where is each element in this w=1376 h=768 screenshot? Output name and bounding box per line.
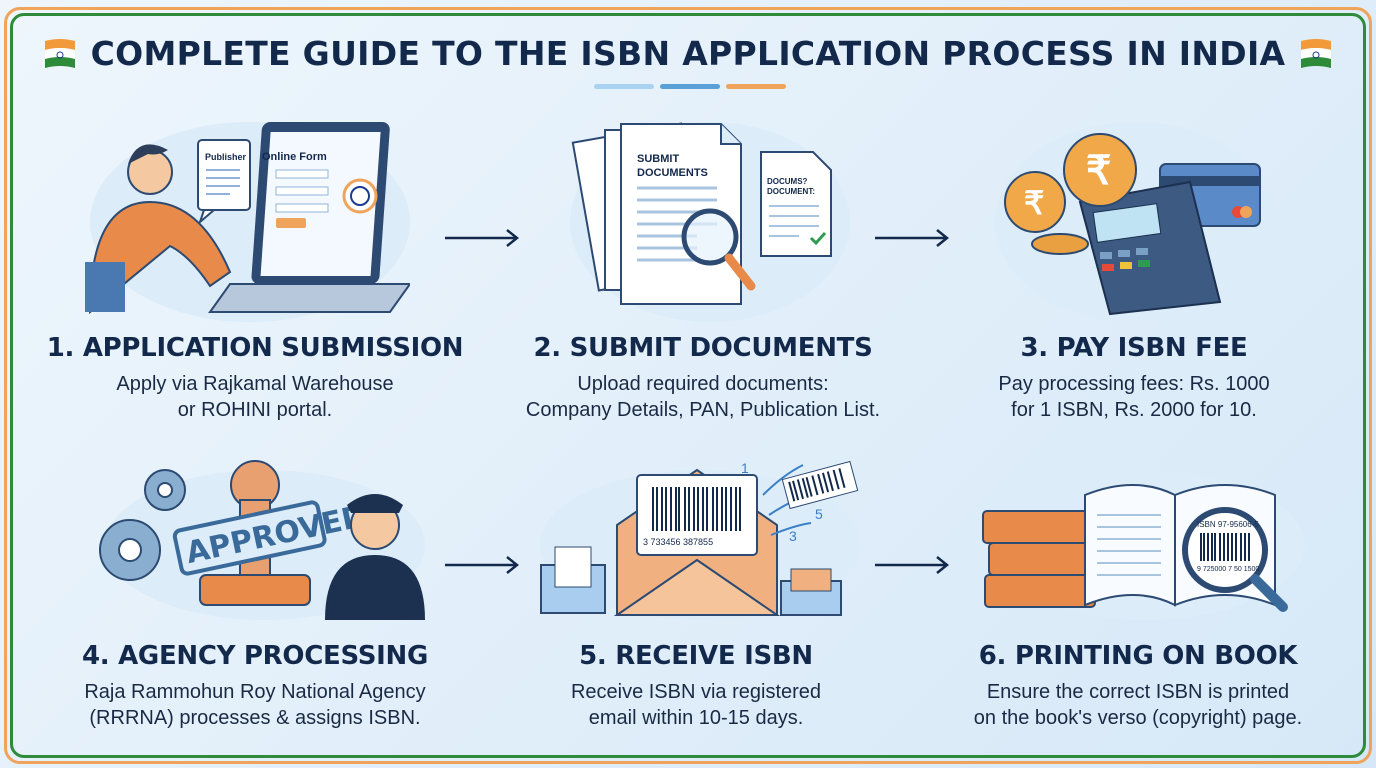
step-title: 6. PRINTING ON BOOK <box>978 641 1298 671</box>
step-description: email within 10-15 days. <box>588 707 804 729</box>
documents-magnifier-illustration: SUBMIT DOCUMENTS DOCUMS? DOCUMENT: <box>570 122 850 322</box>
svg-text:3: 3 <box>789 528 797 544</box>
svg-text:5: 5 <box>815 506 823 522</box>
step-title: 2. SUBMIT DOCUMENTS <box>533 333 873 363</box>
step-description: Company Details, PAN, Publication List. <box>525 399 881 421</box>
step-description: Raja Rammohun Roy National Agency <box>84 681 426 703</box>
step-description: Upload required documents: <box>577 373 829 395</box>
step-description: Pay processing fees: Rs. 1000 <box>998 373 1270 395</box>
svg-text:₹: ₹ <box>1086 149 1111 193</box>
outer-border <box>4 7 1372 764</box>
step-description: or ROHINI portal. <box>177 399 333 421</box>
title-divider <box>594 84 786 89</box>
header: COMPLETE GUIDE TO THE ISBN APPLICATION P… <box>0 34 1376 73</box>
arrow-right-icon <box>875 229 950 247</box>
svg-text:SUBMIT: SUBMIT <box>637 153 679 165</box>
svg-text:DOCUMENT:: DOCUMENT: <box>767 187 815 196</box>
arrow-right-icon <box>445 556 520 574</box>
svg-text:3 733456 387855: 3 733456 387855 <box>643 537 713 547</box>
inner-border <box>10 13 1366 758</box>
page-title: COMPLETE GUIDE TO THE ISBN APPLICATION P… <box>90 34 1286 73</box>
svg-text:DOCUMS?: DOCUMS? <box>767 177 808 186</box>
approved-stamp-officer-illustration: APPROVED <box>99 460 425 620</box>
svg-text:₹: ₹ <box>1024 185 1044 221</box>
step-title: 5. RECEIVE ISBN <box>579 641 813 671</box>
step-5: 5. RECEIVE ISBN Receive ISBN via registe… <box>476 641 916 731</box>
step-4: 4. AGENCY PROCESSING Raja Rammohun Roy N… <box>35 641 475 731</box>
step-3: 3. PAY ISBN FEE Pay processing fees: Rs.… <box>914 333 1354 423</box>
step-description: for 1 ISBN, Rs. 2000 for 10. <box>1011 399 1257 421</box>
step-description: (RRRNA) processes & assigns ISBN. <box>89 707 421 729</box>
step-6: 6. PRINTING ON BOOK Ensure the correct I… <box>918 641 1358 731</box>
arrow-right-icon <box>445 229 520 247</box>
india-flag-icon <box>44 38 75 68</box>
india-flag-icon <box>1301 38 1332 68</box>
envelope-barcode-illustration: 3 733456 387855 1 5 3 <box>540 460 860 620</box>
laptop-online-form-illustration: Online Form Publisher <box>85 122 410 322</box>
step-1: 1. APPLICATION SUBMISSION Apply via Rajk… <box>35 333 475 423</box>
svg-text:Online Form: Online Form <box>262 151 327 163</box>
step-2: 2. SUBMIT DOCUMENTS Upload required docu… <box>483 333 923 423</box>
step-description: on the book's verso (copyright) page. <box>973 707 1303 729</box>
rupee-coins-card-terminal-illustration: ₹ ₹ <box>995 122 1275 322</box>
svg-text:ISBN 97-95606-5: ISBN 97-95606-5 <box>1197 520 1259 529</box>
step-description: Receive ISBN via registered <box>570 681 822 703</box>
svg-text:1: 1 <box>741 460 749 476</box>
books-magnifier-barcode-illustration: ISBN 97-95606-5 9 725000 7 50 1500 <box>982 470 1305 620</box>
svg-text:Publisher: Publisher <box>205 152 247 162</box>
step-title: 3. PAY ISBN FEE <box>1020 333 1248 363</box>
step-title: 1. APPLICATION SUBMISSION <box>46 333 464 363</box>
step-title: 4. AGENCY PROCESSING <box>81 641 429 671</box>
step-description: Ensure the correct ISBN is printed <box>986 681 1290 703</box>
arrow-right-icon <box>875 556 950 574</box>
svg-text:DOCUMENTS: DOCUMENTS <box>637 167 708 179</box>
step-description: Apply via Rajkamal Warehouse <box>116 373 394 395</box>
svg-text:9 725000 7 50 1500: 9 725000 7 50 1500 <box>1197 566 1259 573</box>
